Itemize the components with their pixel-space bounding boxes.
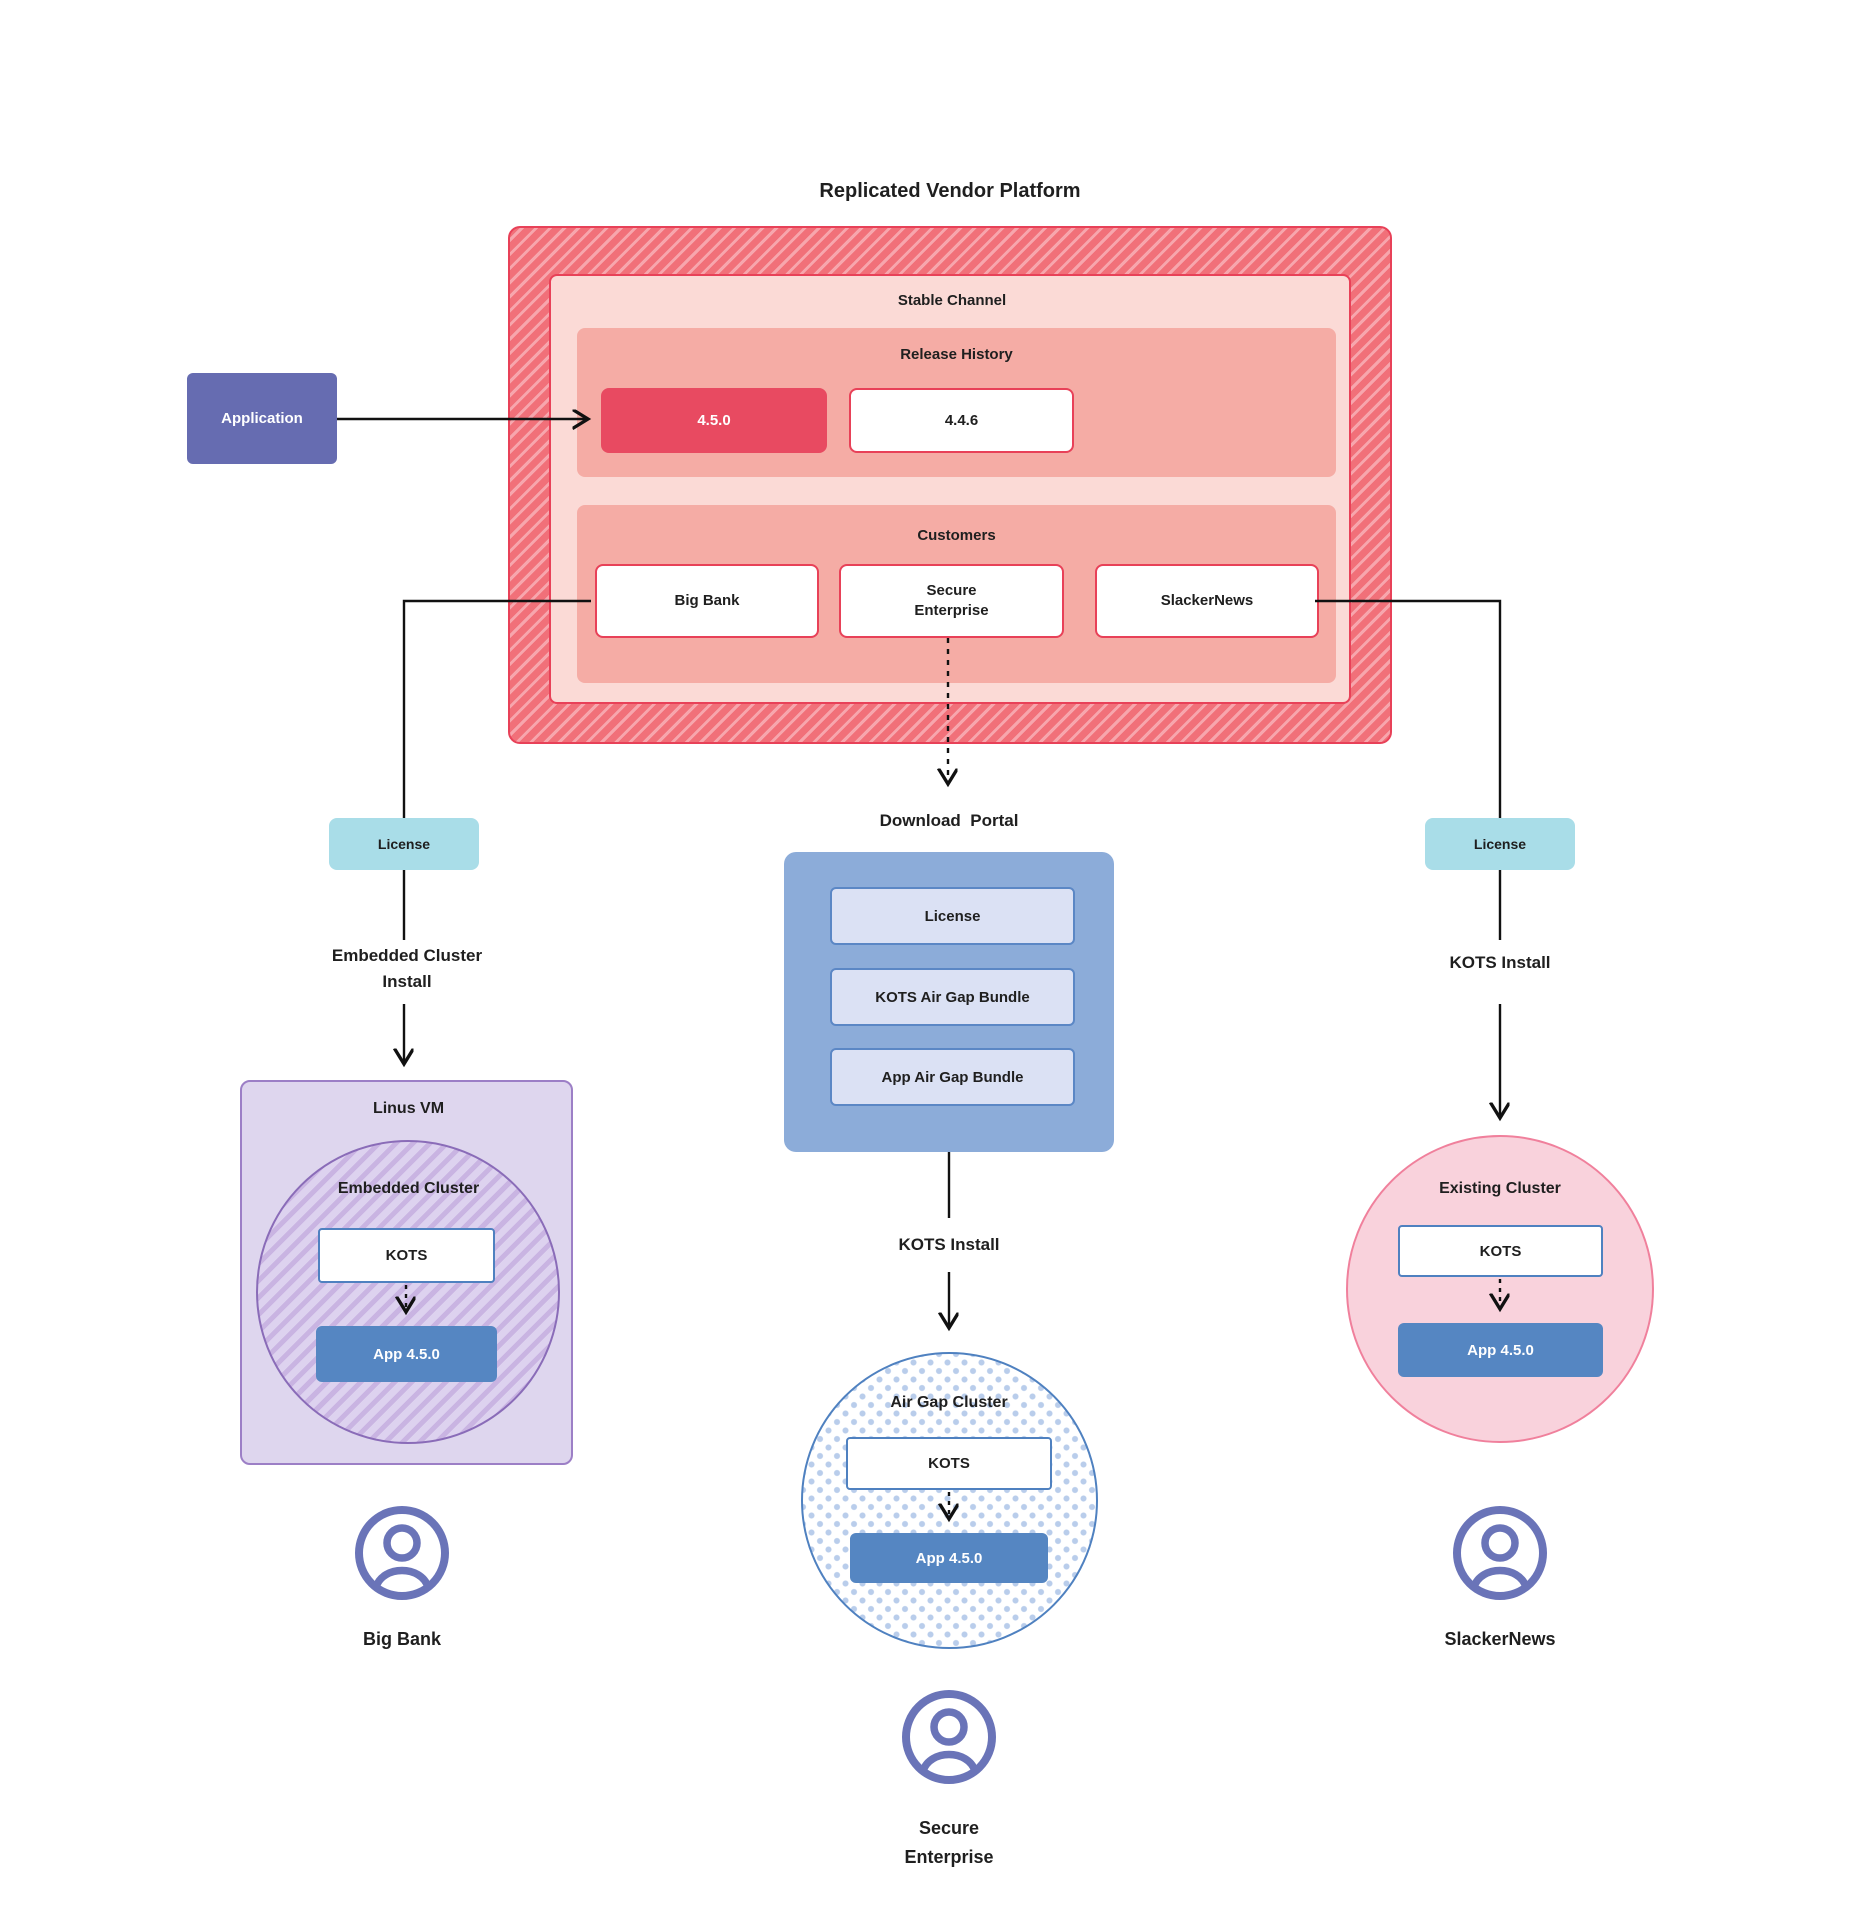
kots-box-right: KOTS — [1398, 1225, 1603, 1277]
user-label-secure-enterprise: Secure Enterprise — [904, 1818, 994, 1867]
release-version-4-4-6: 4.4.6 — [849, 388, 1074, 453]
customers-label: Customers — [917, 527, 996, 544]
download-portal-label: Download Portal — [879, 810, 1019, 830]
user-icon — [1453, 1506, 1547, 1600]
kots-install-label-right: KOTS Install — [1449, 952, 1551, 972]
application-box: Application — [187, 373, 337, 464]
user-label-slackernews: SlackerNews — [1444, 1628, 1556, 1649]
stable-channel-box: Stable Channel Release History 4.5.0 4.4… — [549, 274, 1351, 704]
customer-slackernews: SlackerNews — [1095, 564, 1319, 638]
release-history-label: Release History — [900, 346, 1013, 363]
kots-box-left: KOTS — [318, 1228, 495, 1283]
portal-item-license: License — [830, 887, 1075, 945]
page-title: Replicated Vendor Platform — [819, 179, 1081, 202]
license-box-right: License — [1425, 818, 1575, 870]
release-version-4-5-0: 4.5.0 — [601, 388, 827, 453]
app-box-middle: App 4.5.0 — [850, 1533, 1048, 1583]
customer-big-bank: Big Bank — [595, 564, 819, 638]
customer-secure-enterprise: Secure Enterprise — [839, 564, 1064, 638]
existing-cluster-label: Existing Cluster — [1439, 1180, 1561, 1197]
linus-vm-box: Linus VM Embedded Cluster — [240, 1080, 573, 1465]
app-box-left: App 4.5.0 — [316, 1326, 497, 1382]
embedded-cluster-circle — [256, 1140, 560, 1444]
linus-vm-label: Linus VM — [372, 1100, 445, 1117]
release-history-box: Release History 4.5.0 4.4.6 — [577, 328, 1336, 477]
user-icon — [902, 1690, 996, 1784]
portal-item-kots-air-gap-bundle: KOTS Air Gap Bundle — [830, 968, 1075, 1026]
kots-install-label-middle: KOTS Install — [898, 1234, 1000, 1254]
user-label-big-bank: Big Bank — [362, 1628, 441, 1649]
app-box-right: App 4.5.0 — [1398, 1323, 1603, 1377]
customers-box: Customers Big Bank Secure Enterprise Sla… — [577, 505, 1336, 683]
stable-channel-label: Stable Channel — [897, 292, 1007, 309]
air-gap-cluster-label: Air Gap Cluster — [890, 1394, 1008, 1411]
embedded-cluster-install-label: Embedded Cluster Install — [331, 945, 483, 991]
kots-box-middle: KOTS — [846, 1437, 1052, 1490]
vendor-platform-box: Stable Channel Release History 4.5.0 4.4… — [508, 226, 1392, 744]
license-box-left: License — [329, 818, 479, 870]
embedded-cluster-label: Embedded Cluster — [337, 1180, 480, 1197]
portal-item-app-air-gap-bundle: App Air Gap Bundle — [830, 1048, 1075, 1106]
user-icon — [355, 1506, 449, 1600]
